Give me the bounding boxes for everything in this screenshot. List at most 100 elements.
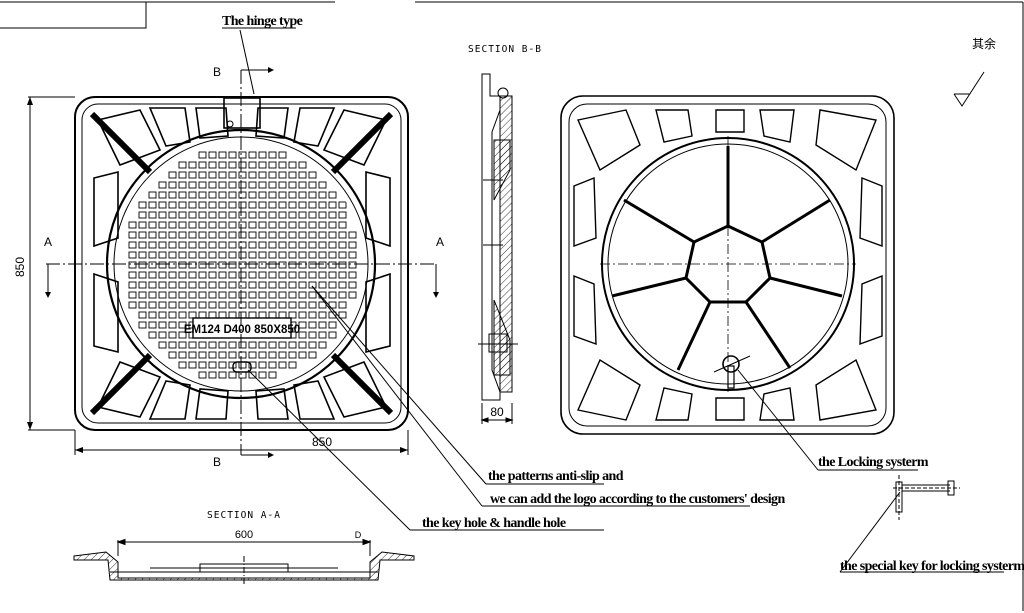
anti-slip-cell xyxy=(248,191,257,199)
anti-slip-cell xyxy=(208,201,217,209)
d-mark: D xyxy=(355,530,362,540)
anti-slip-cell xyxy=(228,261,237,269)
anti-slip-cell xyxy=(348,261,357,269)
anti-slip-cell xyxy=(268,151,277,159)
anti-slip-cell xyxy=(308,201,317,209)
underside-pockets xyxy=(573,109,883,421)
anti-slip-cell xyxy=(248,211,257,219)
anti-slip-cell xyxy=(128,221,137,229)
anti-slip-cell xyxy=(208,291,217,299)
anti-slip-cell xyxy=(148,301,157,309)
anti-slip-cell xyxy=(168,231,177,239)
anti-slip-cell xyxy=(318,201,327,209)
anti-slip-cell xyxy=(198,161,207,169)
anti-slip-cell xyxy=(198,351,207,359)
anti-slip-cell xyxy=(268,231,277,239)
anti-slip-cell xyxy=(148,311,157,319)
anti-slip-cell xyxy=(318,251,327,259)
anti-slip-cell xyxy=(198,221,207,229)
anti-slip-cell xyxy=(178,171,187,179)
anti-slip-cell xyxy=(258,371,267,379)
anti-slip-cell xyxy=(308,261,317,269)
anti-slip-cell xyxy=(138,321,147,329)
anti-slip-cell xyxy=(298,311,307,319)
anti-slip-cell xyxy=(258,201,267,209)
anti-slip-cell xyxy=(308,241,317,249)
underside-view xyxy=(560,95,895,435)
anti-slip-cell xyxy=(178,321,187,329)
anti-slip-cell xyxy=(288,191,297,199)
anti-slip-cell xyxy=(268,291,277,299)
anti-slip-cell xyxy=(298,161,307,169)
anti-slip-cell xyxy=(248,281,257,289)
anti-slip-cell xyxy=(348,231,357,239)
anti-slip-cell xyxy=(188,271,197,279)
section-aa-view xyxy=(73,538,415,584)
anti-slip-cell xyxy=(188,171,197,179)
anti-slip-cell xyxy=(288,231,297,239)
anti-slip-cell xyxy=(198,371,207,379)
anti-slip-cell xyxy=(238,181,247,189)
anti-slip-cell xyxy=(178,241,187,249)
patterns-annotation-line2: we can add the logo according to the cus… xyxy=(490,492,785,507)
anti-slip-cell xyxy=(188,221,197,229)
anti-slip-cell xyxy=(278,191,287,199)
anti-slip-cell xyxy=(208,361,217,369)
anti-slip-cell xyxy=(228,311,237,319)
anti-slip-cell xyxy=(228,371,237,379)
anti-slip-cell xyxy=(308,271,317,279)
anti-slip-cell xyxy=(178,191,187,199)
anti-slip-cell xyxy=(268,181,277,189)
anti-slip-cell xyxy=(128,261,137,269)
section-bb-view xyxy=(478,73,518,424)
anti-slip-cell xyxy=(188,281,197,289)
anti-slip-cell xyxy=(218,231,227,239)
anti-slip-cell xyxy=(188,261,197,269)
anti-slip-cell xyxy=(258,191,267,199)
anti-slip-cell xyxy=(308,181,317,189)
anti-slip-cell xyxy=(198,231,207,239)
anti-slip-cell xyxy=(218,161,227,169)
width-dimension: 850 xyxy=(312,435,332,449)
anti-slip-cell xyxy=(238,151,247,159)
anti-slip-cell xyxy=(298,201,307,209)
anti-slip-cell xyxy=(308,221,317,229)
anti-slip-cell xyxy=(248,301,257,309)
anti-slip-cell xyxy=(208,241,217,249)
anti-slip-cell xyxy=(278,161,287,169)
anti-slip-cell xyxy=(258,151,267,159)
anti-slip-cell xyxy=(158,261,167,269)
anti-slip-cell xyxy=(228,341,237,349)
anti-slip-cell xyxy=(208,231,217,239)
anti-slip-cell xyxy=(238,191,247,199)
anti-slip-cell xyxy=(128,281,137,289)
anti-slip-cell xyxy=(248,171,257,179)
anti-slip-cell xyxy=(228,351,237,359)
anti-slip-cell xyxy=(308,171,317,179)
anti-slip-cell xyxy=(138,231,147,239)
anti-slip-cell xyxy=(198,291,207,299)
anti-slip-cell xyxy=(258,341,267,349)
depth-dimension: 80 xyxy=(490,405,504,419)
anti-slip-cell xyxy=(228,361,237,369)
anti-slip-cell xyxy=(308,321,317,329)
anti-slip-cell xyxy=(318,271,327,279)
anti-slip-cell xyxy=(288,211,297,219)
anti-slip-cell xyxy=(198,311,207,319)
anti-slip-cell xyxy=(268,341,277,349)
anti-slip-cell xyxy=(158,281,167,289)
anti-slip-cell xyxy=(168,321,177,329)
anti-slip-cell xyxy=(348,281,357,289)
anti-slip-cell xyxy=(148,321,157,329)
anti-slip-cell xyxy=(168,351,177,359)
anti-slip-cell xyxy=(328,271,337,279)
anti-slip-cell xyxy=(318,331,327,339)
anti-slip-cell xyxy=(258,171,267,179)
anti-slip-cell xyxy=(338,211,347,219)
anti-slip-cell xyxy=(258,291,267,299)
anti-slip-cell xyxy=(248,271,257,279)
anti-slip-cell xyxy=(188,341,197,349)
key-hole-annotation: the key hole & handle hole xyxy=(422,516,566,531)
anti-slip-cell xyxy=(238,241,247,249)
anti-slip-cell xyxy=(168,341,177,349)
